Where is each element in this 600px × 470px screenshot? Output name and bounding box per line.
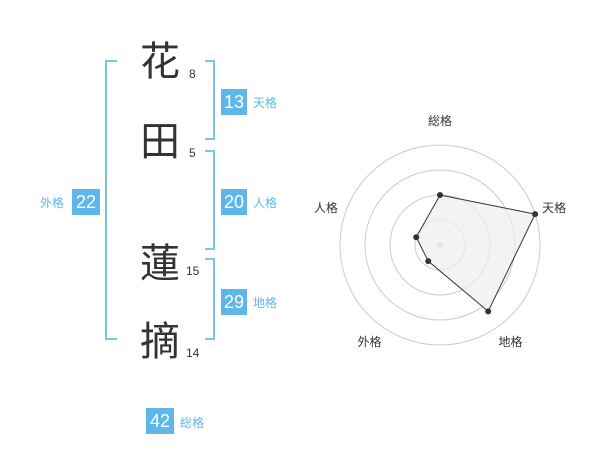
radar-point-2 (532, 211, 539, 218)
tenkaku-bracket (205, 60, 215, 140)
radar-axis-label-2: 天格 (542, 200, 566, 215)
radar-point-5 (413, 234, 420, 241)
tenkaku-label: 天格 (253, 96, 278, 110)
name-char-3-strokes: 15 (186, 264, 200, 278)
gaikaku-bracket (105, 60, 117, 340)
name-char-2: 田 (140, 119, 180, 165)
jinkaku-bracket (205, 150, 215, 250)
chikaku-label: 地格 (253, 296, 278, 310)
tenkaku-value: 13 (221, 89, 247, 115)
name-char-4: 摘 (140, 319, 180, 365)
soukaku-label: 総格 (180, 416, 205, 430)
name-char-4-strokes: 14 (186, 346, 200, 360)
soukaku-value: 42 (146, 408, 174, 434)
radar-ring-4 (339, 144, 541, 346)
gaikaku-label: 外格 (40, 196, 65, 210)
radar-axis-label-4: 外格 (357, 334, 381, 349)
name-char-1-strokes: 8 (189, 67, 196, 81)
name-char-3: 蓮 (140, 241, 180, 287)
gaikaku-value: 22 (72, 189, 100, 215)
name-char-2-strokes: 5 (189, 146, 196, 160)
radar-point-3 (485, 308, 492, 315)
chikaku-bracket (205, 258, 215, 340)
radar-axis-label-3: 地格 (499, 334, 523, 349)
radar-axis-label-1: 総格 (428, 113, 452, 128)
radar-point-1 (437, 192, 443, 198)
radar-point-4 (425, 258, 432, 265)
name-char-1: 花 (140, 39, 180, 85)
radar-polygon (415, 194, 536, 313)
jinkaku-label: 人格 (253, 196, 278, 210)
radar-axis-label-5: 人格 (314, 200, 338, 215)
chikaku-value: 29 (221, 289, 247, 315)
jinkaku-value: 20 (221, 189, 247, 215)
